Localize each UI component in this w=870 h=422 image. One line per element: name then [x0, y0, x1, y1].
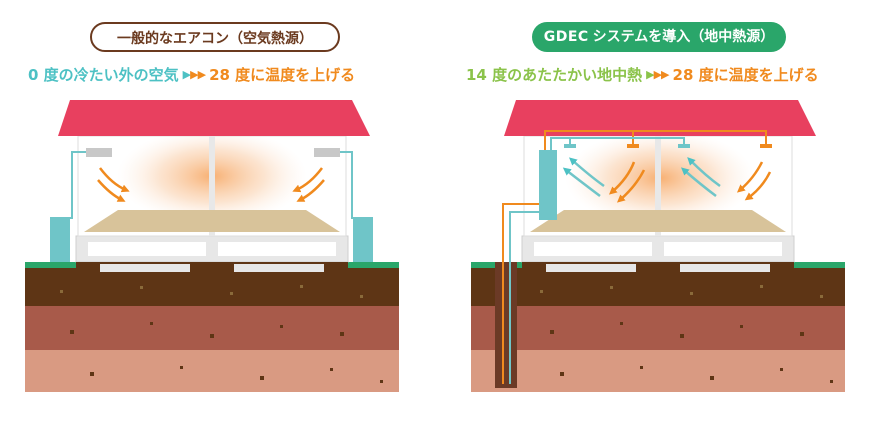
left-pipe-left [50, 151, 86, 219]
brand-logo: GDEC [543, 29, 589, 45]
left-footing [100, 264, 190, 272]
left-ground [25, 262, 399, 392]
right-soil-bottom [471, 350, 845, 392]
right-caption: 14 度のあたたかい地中熱▶▶▶28 度に温度を上げる [466, 64, 819, 85]
right-crawlspace [522, 262, 794, 272]
left-divider [209, 136, 215, 236]
left-caption: 0 度の冷たい外の空気▶▶▶28 度に温度を上げる [28, 64, 355, 85]
right-soil-mid [471, 306, 845, 350]
left-floor [84, 210, 340, 232]
supply-vent [627, 144, 639, 148]
left-house [25, 100, 399, 392]
ground-loop-pipe-cool [509, 211, 539, 384]
right-caption-target: 28 度に温度を上げる [672, 66, 819, 84]
supply-vent [760, 144, 772, 148]
left-airflow [97, 167, 325, 202]
left-pipe-right [340, 151, 373, 219]
left-footing [234, 264, 324, 272]
triple-arrow-icon: ▶▶▶ [182, 68, 206, 81]
right-footing [680, 264, 770, 272]
left-outdoor-unit-right [353, 218, 373, 262]
left-roof [58, 100, 370, 136]
ground-loop-pipe-warm [502, 203, 539, 384]
left-indoor-unit-left [86, 148, 112, 157]
right-floor [530, 210, 786, 232]
left-title-pill: 一般的なエアコン（空気熱源） [90, 22, 340, 52]
left-soil-top [25, 268, 399, 306]
right-foundation-panel [664, 242, 782, 256]
left-foundation-panel [88, 242, 206, 256]
right-foundation-panel [534, 242, 652, 256]
right-airflow [562, 157, 772, 203]
return-vent [678, 144, 690, 148]
right-house [471, 100, 845, 392]
left-soil-bottom [25, 350, 399, 392]
gdec-unit [539, 150, 557, 220]
right-divider [655, 136, 661, 236]
left-crawlspace [76, 262, 348, 272]
left-caption-source: 0 度の冷たい外の空気 [28, 66, 179, 84]
left-title: 一般的なエアコン（空気熱源） [117, 31, 313, 47]
right-caption-source: 14 度のあたたかい地中熱 [466, 66, 643, 84]
left-outdoor-unit-left [50, 218, 70, 262]
left-caption-target: 28 度に温度を上げる [209, 66, 356, 84]
left-indoor-unit-right [314, 148, 340, 157]
ceiling-duct-warm [544, 130, 767, 150]
right-ground [471, 262, 845, 392]
right-title: システムを導入（地中熱源） [592, 29, 775, 45]
return-vent [564, 144, 576, 148]
borehole [495, 262, 517, 388]
right-roof [504, 100, 816, 136]
left-foundation-panel [218, 242, 336, 256]
left-soil-mid [25, 306, 399, 350]
right-soil-top [471, 268, 845, 306]
ceiling-duct-cool [550, 137, 685, 150]
right-footing [546, 264, 636, 272]
triple-arrow-icon: ▶▶▶ [646, 68, 669, 81]
